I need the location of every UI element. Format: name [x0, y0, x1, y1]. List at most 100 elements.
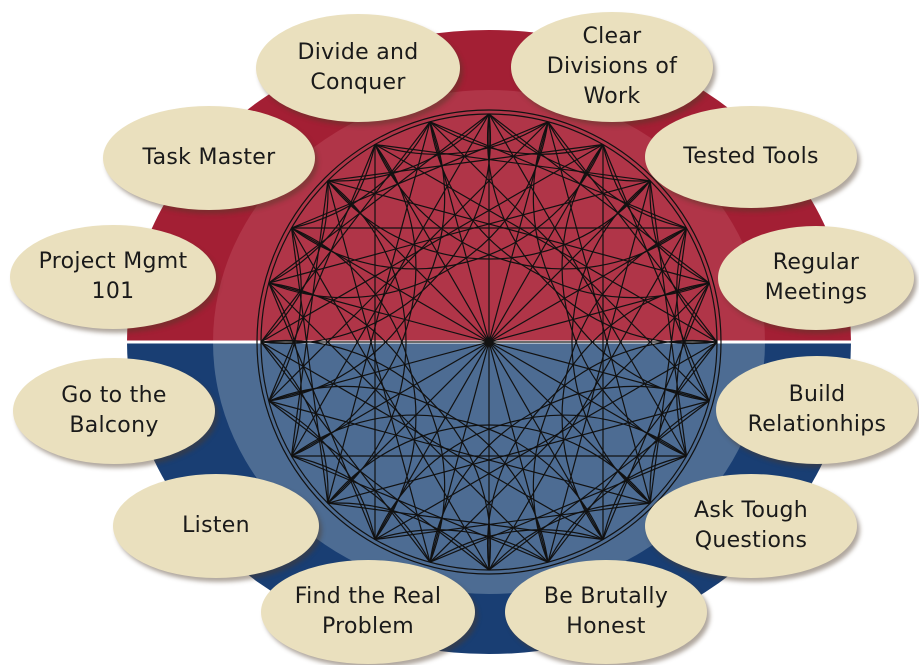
pattern-chord [268, 282, 549, 563]
pattern-arc [486, 339, 718, 571]
pattern-chord [488, 400, 710, 571]
pattern-chord [547, 180, 651, 563]
pattern-arc [260, 341, 329, 504]
pattern-chord [327, 180, 431, 563]
bubble-listen: Listen [113, 474, 319, 578]
pattern-arc [676, 282, 710, 457]
pattern-arc [649, 341, 718, 504]
pattern-chord [649, 180, 688, 457]
pattern-arc [260, 113, 492, 345]
pattern-center-point [484, 337, 494, 347]
pattern-arc [649, 180, 718, 343]
pattern-arc [429, 385, 710, 563]
pattern-arc [291, 121, 431, 229]
pattern-chord [429, 121, 710, 402]
pattern-arc [429, 529, 604, 563]
pattern-chord [260, 143, 604, 343]
bubble-be-brutally-honest: Be Brutally Honest [505, 560, 707, 664]
pattern-arc [547, 121, 687, 229]
pattern-chord [327, 143, 604, 182]
pattern-chord [291, 455, 549, 563]
pattern-chord [374, 143, 651, 182]
pattern-chord [268, 144, 376, 402]
pattern-arc [268, 282, 446, 563]
pattern-arc [374, 121, 549, 155]
pattern-chord [602, 144, 710, 402]
pattern-arc [532, 121, 710, 402]
pattern-chord [547, 341, 718, 563]
pattern-chord [374, 341, 718, 541]
pattern-arc [268, 385, 549, 563]
bubble-build-relationhips: Build Relationhips [716, 356, 918, 464]
pattern-arc [327, 113, 490, 182]
pattern-arc [327, 502, 490, 571]
bubble-find-the-real-problem: Find the Real Problem [261, 560, 475, 664]
bubble-ask-tough-questions: Ask Tough Questions [645, 474, 857, 578]
pattern-arc [291, 455, 431, 563]
pattern-arc [327, 180, 407, 504]
pattern-arc [268, 121, 446, 402]
pattern-arc [268, 400, 376, 540]
pattern-arc [374, 529, 549, 563]
geometric-line-pattern [256, 109, 722, 575]
pattern-chord [260, 341, 431, 563]
pattern-arc [488, 502, 651, 571]
pattern-chord [291, 121, 549, 229]
pattern-chord [547, 121, 718, 343]
pattern-chord [268, 400, 651, 504]
pattern-outer-ring [256, 109, 722, 575]
pattern-arc [676, 227, 710, 402]
pattern-arc [291, 227, 417, 540]
pattern-arc [561, 227, 687, 540]
pattern-chord [268, 121, 549, 402]
pattern-chord [429, 282, 710, 563]
pattern-chord [290, 113, 490, 457]
pattern-chord [602, 282, 710, 540]
bubble-divide-and-conquer: Divide and Conquer [256, 14, 460, 122]
pattern-arc [268, 121, 549, 299]
pattern-chord [488, 227, 688, 571]
pattern-arc [429, 121, 604, 155]
pattern-arc [291, 414, 604, 540]
pattern-arc [291, 144, 417, 457]
pattern-arc [327, 424, 651, 504]
pattern-chord [268, 282, 376, 540]
pattern-arc [268, 144, 376, 284]
pattern-arc [374, 144, 687, 270]
pattern-chord [268, 180, 651, 284]
pattern-arc [571, 180, 651, 504]
pattern-arc [602, 144, 710, 284]
pattern-chord [260, 121, 431, 343]
pattern-chord [268, 113, 490, 284]
pattern-chord [290, 227, 329, 504]
pattern-chord [268, 400, 490, 571]
pattern-chord [327, 121, 431, 504]
bubble-regular-meetings: Regular Meetings [718, 226, 914, 330]
pattern-arc [260, 339, 492, 571]
bubble-go-to-the-balcony: Go to the Balcony [13, 358, 215, 464]
pattern-chord [374, 502, 651, 541]
pattern-chord [429, 455, 687, 563]
pattern-chord [488, 113, 688, 457]
pattern-chord [488, 113, 710, 284]
pattern-arc [547, 455, 687, 563]
pattern-chord [374, 143, 718, 343]
pattern-chord [327, 400, 710, 504]
pattern-arc [429, 121, 710, 299]
bubble-task-master: Task Master [103, 106, 315, 210]
pattern-chord [429, 121, 687, 229]
pattern-arc [268, 282, 302, 457]
pattern-arc [374, 414, 687, 540]
pattern-arc [561, 144, 687, 457]
bubble-clear-divisions-of-work: Clear Divisions of Work [511, 12, 713, 122]
pattern-arc [532, 282, 710, 563]
pattern-chord [547, 121, 651, 504]
pattern-arc [260, 180, 329, 343]
pattern-arc [486, 113, 718, 345]
pattern-arc [291, 144, 604, 270]
bubble-project-mgmt-101: Project Mgmt 101 [10, 225, 216, 329]
pattern-chord [649, 227, 688, 504]
pattern-chord [327, 180, 710, 284]
pattern-arc [268, 227, 302, 402]
pattern-arc [327, 180, 651, 260]
